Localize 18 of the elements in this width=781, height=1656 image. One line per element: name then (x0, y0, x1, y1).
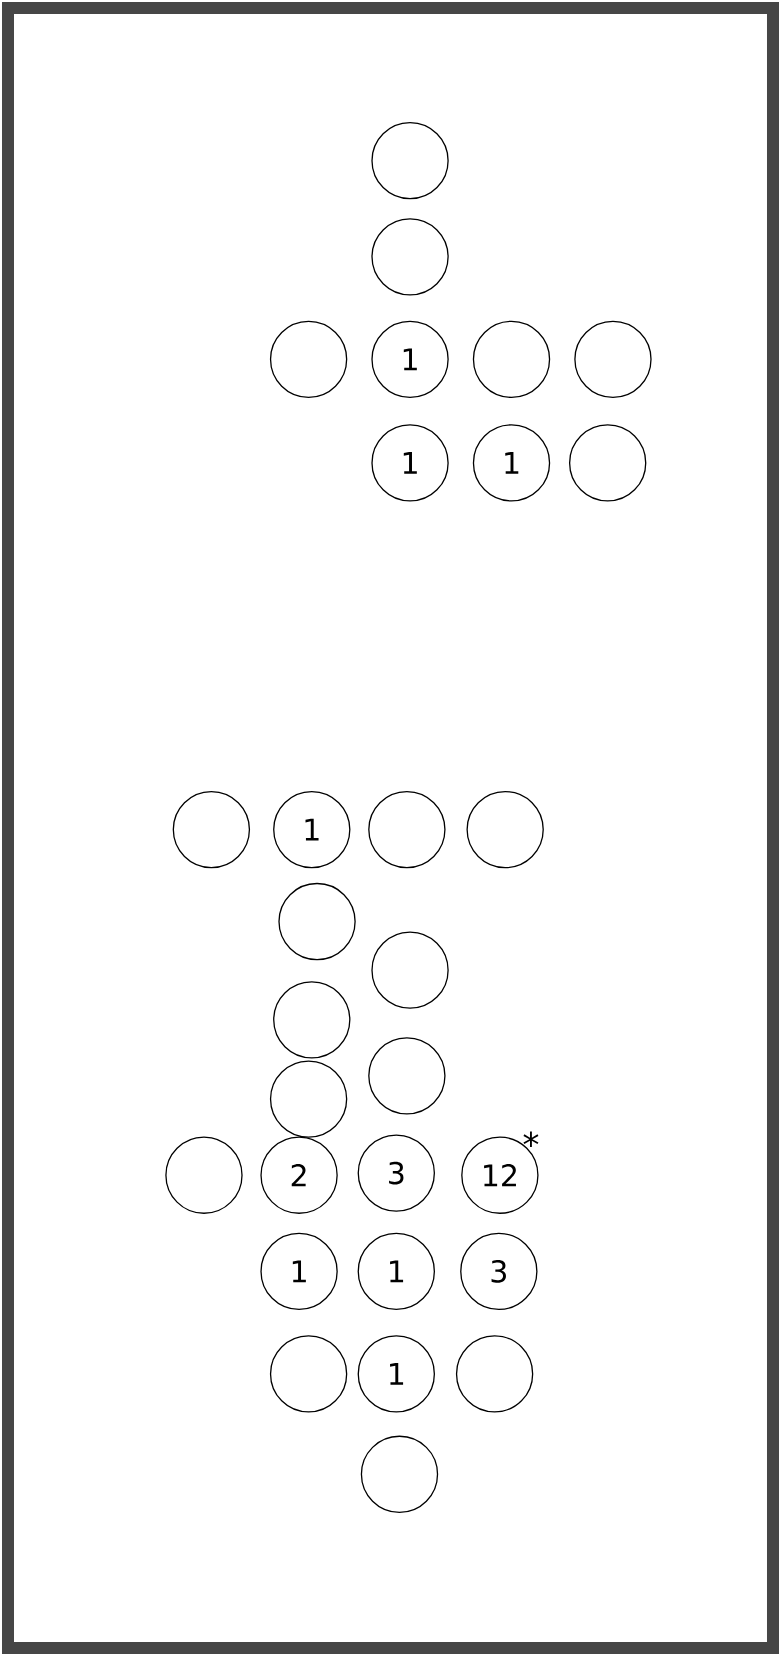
empty-circle (371, 218, 449, 296)
empty-circle (466, 790, 544, 869)
empty-circle (368, 790, 446, 869)
empty-circle (368, 1037, 446, 1115)
empty-circle (269, 1335, 348, 1413)
empty-circle (455, 1335, 534, 1413)
empty-circle (172, 790, 251, 869)
empty-circle (371, 931, 449, 1009)
empty-circle (269, 320, 348, 399)
empty-circle (273, 981, 351, 1059)
empty-circle (371, 121, 449, 200)
empty-circle (278, 882, 356, 961)
empty-circle (165, 1136, 243, 1214)
empty-circle (569, 424, 647, 502)
empty-circle (269, 1060, 348, 1138)
empty-circle (574, 320, 652, 399)
empty-circle (472, 320, 551, 399)
empty-circle (360, 1435, 439, 1513)
